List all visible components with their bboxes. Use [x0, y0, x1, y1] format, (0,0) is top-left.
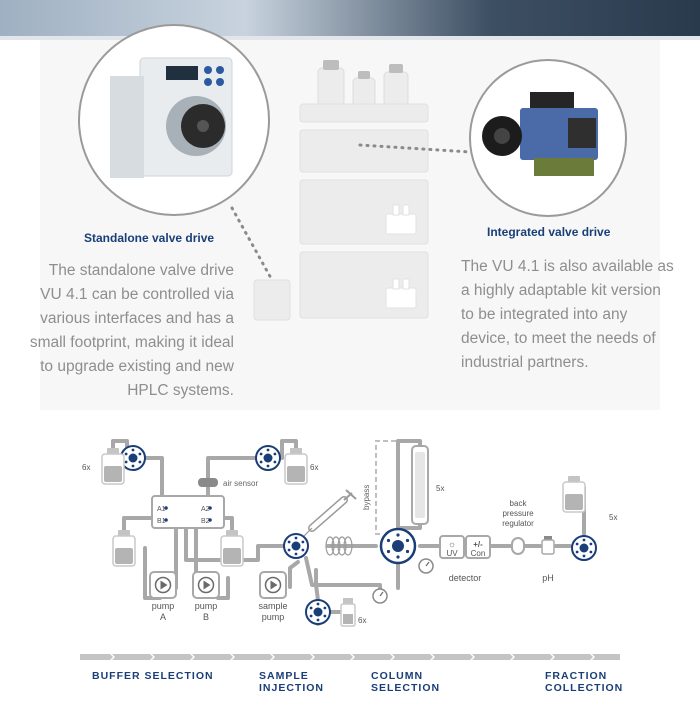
- standalone-title: Standalone valve drive: [84, 231, 215, 245]
- syringe: [303, 489, 357, 537]
- stage-sample-injection: SAMPLE INJECTION: [259, 670, 325, 694]
- tubing: [111, 439, 586, 626]
- small-module-box: [253, 279, 291, 321]
- sample-pump: [259, 571, 287, 599]
- uv-label: UV: [446, 549, 458, 558]
- integrated-valve-image: [469, 59, 627, 217]
- stage-column-selection: COLUMN SELECTION: [371, 670, 441, 694]
- bypass-line: [375, 440, 396, 535]
- con-symbol: +/-: [473, 540, 483, 549]
- port-b1-label: B1: [157, 518, 166, 525]
- con-label: Con: [471, 549, 486, 558]
- detector-label: detector: [449, 573, 482, 583]
- pump-b-label-2: B: [203, 612, 209, 622]
- pump-a-label-1: pump: [152, 601, 175, 611]
- standalone-description: The standalone valve drive VU 4.1 can be…: [29, 262, 234, 399]
- vial-count: 6x: [358, 616, 366, 625]
- timeline-chevrons: [110, 654, 595, 660]
- valve-injection: [283, 533, 309, 559]
- stage-fraction-collection: FRACTION COLLECTION: [545, 670, 624, 694]
- hero-divider: [0, 36, 700, 40]
- connector-dots-integrated: [358, 143, 472, 154]
- pump-b: [192, 571, 220, 599]
- integrated-description: The VU 4.1 is also available as a highly…: [461, 258, 674, 371]
- integrated-title: Integrated valve drive: [487, 225, 611, 239]
- manifold-block: [151, 495, 225, 529]
- port-b2-label: B2: [201, 518, 210, 525]
- port-a1-label: A1: [157, 506, 166, 513]
- ph-label: pH: [542, 573, 554, 583]
- valve-fraction: [571, 535, 597, 561]
- connector-dots-standalone: [230, 206, 274, 282]
- port-a2-label: A2: [201, 506, 210, 513]
- fraction-bottle: [562, 475, 586, 513]
- bottle-count-right: 6x: [310, 463, 318, 472]
- pump-b-label-1: pump: [195, 601, 218, 611]
- sample-vial: [340, 598, 356, 627]
- uv-sun-icon: ☼: [448, 539, 456, 549]
- pump-a-label-2: A: [160, 612, 166, 622]
- hplc-system-illustration: [78, 24, 627, 321]
- solvent-bottles: [317, 60, 409, 107]
- stage-buffer-selection: BUFFER SELECTION: [92, 670, 214, 682]
- air-sensor-block: [198, 478, 218, 487]
- buffer-bottle-right: [284, 447, 308, 485]
- bottle-a2: [220, 529, 244, 567]
- sample-pump-label-1: sample: [258, 601, 287, 611]
- fraction-count: 5x: [609, 513, 617, 522]
- buffer-bottle-left: [101, 447, 125, 485]
- pressure-gauge-column: [418, 558, 434, 574]
- pressure-gauge-injection: [372, 588, 388, 604]
- hplc-tray: [299, 103, 429, 123]
- column: [411, 445, 429, 525]
- ph-sensor: [541, 536, 555, 555]
- flow-diagram: A1 B1 A2 B2 air sensor ☼ UV +/- Con dete…: [82, 439, 617, 627]
- module-valve-graphic: [385, 204, 417, 309]
- uv-detector: [439, 535, 491, 559]
- standalone-valve-image: [78, 24, 270, 216]
- process-timeline-bar: [80, 654, 620, 660]
- hplc-module-1: [299, 129, 429, 173]
- bypass-label: bypass: [362, 485, 371, 510]
- bpr-label-3: regulator: [502, 519, 534, 528]
- column-count: 5x: [436, 484, 444, 493]
- sample-loop-coil: [325, 536, 353, 556]
- air-sensor-label: air sensor: [223, 479, 258, 488]
- sample-pump-label-2: pump: [262, 612, 285, 622]
- back-pressure-regulator: [511, 537, 525, 555]
- bpr-label-1: back: [510, 499, 528, 508]
- bottle-a1: [112, 529, 136, 567]
- hero-photo-banner: [0, 0, 700, 40]
- valve-right: [255, 445, 281, 471]
- valve-column-large: [379, 527, 417, 565]
- pump-a: [149, 571, 177, 599]
- valve-sample: [305, 599, 331, 625]
- bottle-count-left: 6x: [82, 463, 90, 472]
- bpr-label-2: pressure: [502, 509, 534, 518]
